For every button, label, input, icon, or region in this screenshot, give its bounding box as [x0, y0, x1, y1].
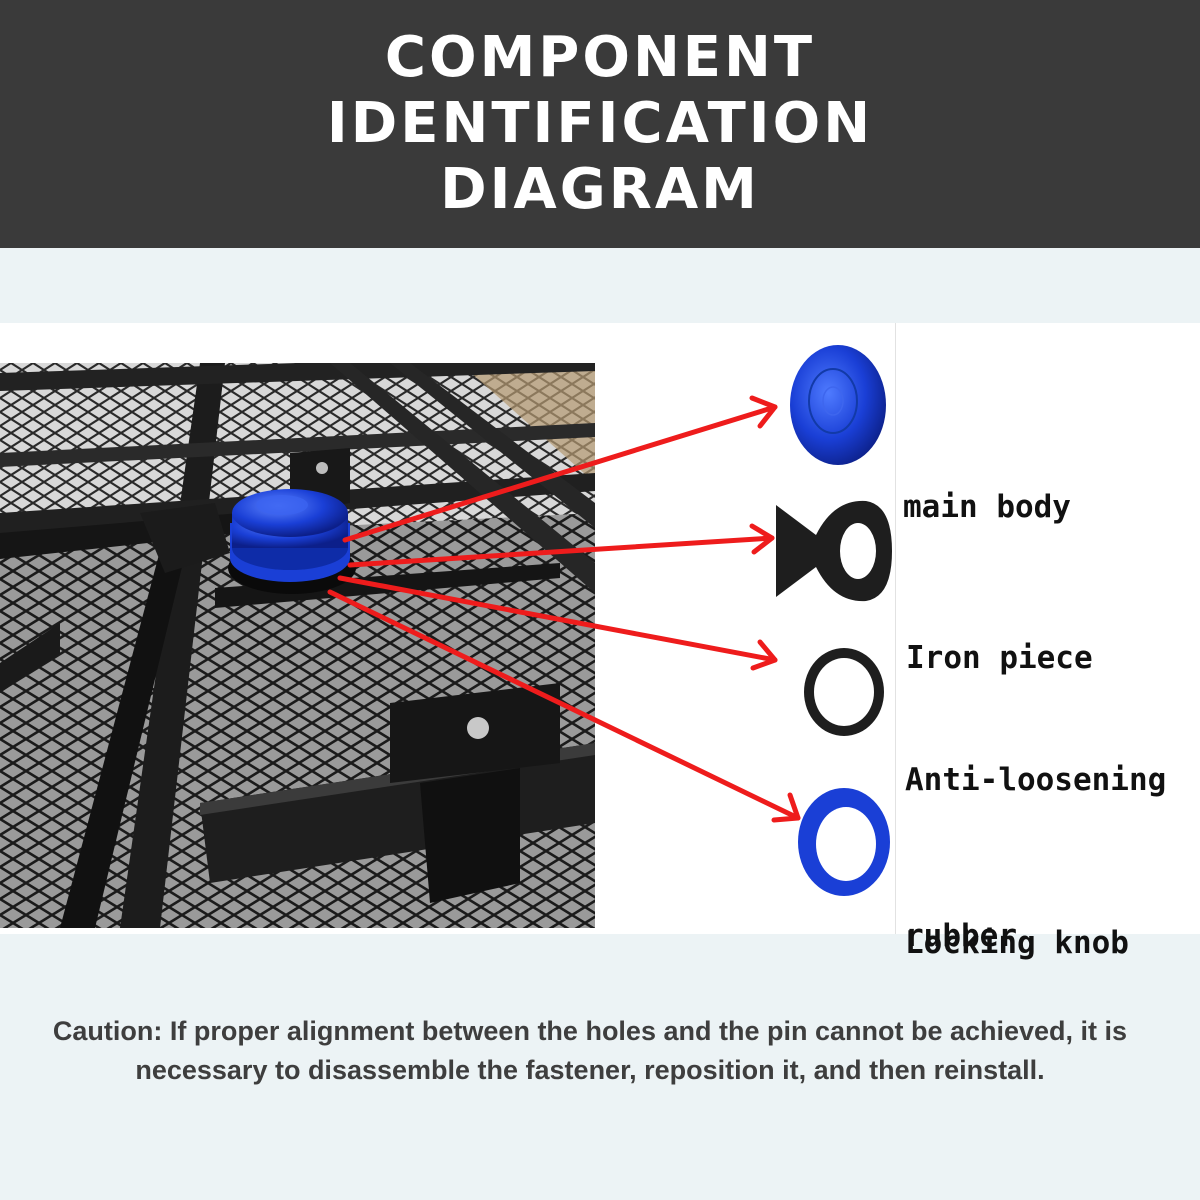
- label-line: Locking knob: [905, 925, 1129, 961]
- label-main-body: main body: [903, 377, 1071, 585]
- title-line: IDENTIFICATION: [326, 91, 874, 156]
- header-banner: COMPONENT IDENTIFICATION DIAGRAM: [0, 0, 1200, 248]
- label-locking-knob: Locking knob: [905, 813, 1129, 1021]
- iron-bracket-icon: [776, 500, 892, 602]
- label-line: Anti-loosening: [905, 762, 1167, 798]
- title-line: DIAGRAM: [440, 157, 760, 222]
- label-line: rubber: [905, 918, 1017, 954]
- title-line: COMPONENT: [384, 25, 816, 90]
- diagram-title: COMPONENT IDENTIFICATION DIAGRAM: [290, 25, 910, 223]
- label-iron-piece: Iron piece: [906, 528, 1093, 736]
- label-line: main body: [903, 489, 1071, 525]
- label-anti-loosening-rubber: Anti-loosening rubber: [905, 650, 1166, 1014]
- panel-divider: [895, 323, 896, 934]
- caution-note: Caution: If proper alignment between the…: [52, 1016, 1128, 1085]
- roof-rack-photo-illustration: [0, 363, 595, 928]
- rubber-ring-icon: [804, 648, 884, 736]
- product-photo: [0, 363, 595, 928]
- label-line: Iron piece: [906, 640, 1093, 676]
- blue-ring-icon: [798, 788, 890, 896]
- blue-cap-icon: [790, 345, 886, 465]
